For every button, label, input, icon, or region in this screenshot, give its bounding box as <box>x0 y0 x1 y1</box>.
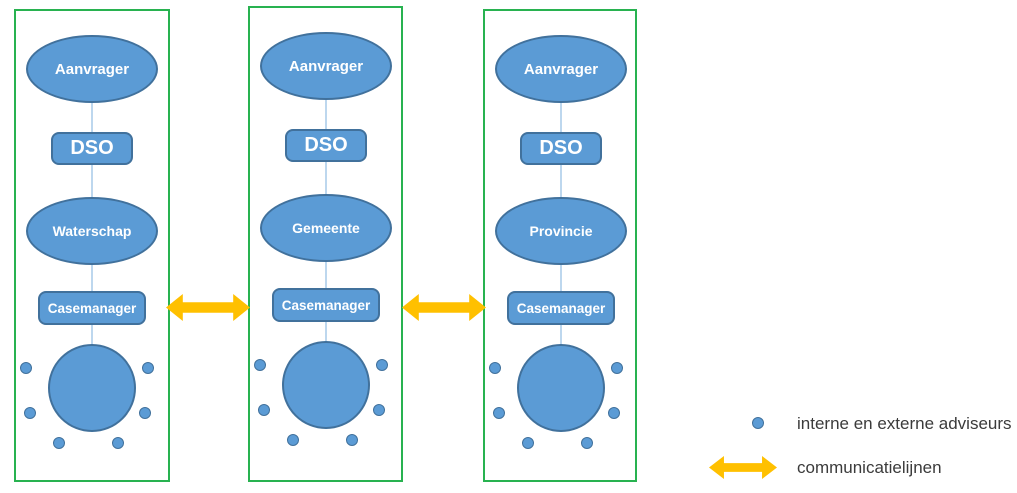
advisor-dot-icon <box>608 407 620 419</box>
connector-line <box>91 103 93 132</box>
advisors-circle <box>282 341 370 429</box>
casemanager-label: Casemanager <box>516 300 606 316</box>
advisor-dot-icon <box>20 362 32 374</box>
advisor-dot-icon <box>373 404 385 416</box>
casemanager-box: Casemanager <box>272 288 380 322</box>
advisor-dot-icon <box>376 359 388 371</box>
connector-line <box>91 325 93 344</box>
applicant-ellipse: Aanvrager <box>26 35 158 103</box>
advisors-circle <box>517 344 605 432</box>
applicant-label: Aanvrager <box>288 57 364 75</box>
legend-advisors-label: interne en externe adviseurs <box>797 414 1012 433</box>
authority-label: Provincie <box>529 223 593 239</box>
legend-communication-label: communicatielijnen <box>797 458 942 477</box>
advisor-dot-icon <box>254 359 266 371</box>
advisor-dot-icon <box>346 434 358 446</box>
advisor-dot-icon <box>142 362 154 374</box>
connector-line <box>560 165 562 197</box>
advisor-dot-icon <box>53 437 65 449</box>
applicant-ellipse: Aanvrager <box>260 32 392 100</box>
advisor-dot-icon <box>489 362 501 374</box>
connector-line <box>560 265 562 291</box>
casemanager-label: Casemanager <box>47 300 137 316</box>
advisor-dot-icon <box>581 437 593 449</box>
dso-box: DSO <box>285 129 367 162</box>
authority-label: Waterschap <box>52 223 132 239</box>
casemanager-label: Casemanager <box>281 297 371 313</box>
advisor-dot-icon <box>752 417 764 429</box>
connector-line <box>325 322 327 341</box>
advisor-dot-icon <box>522 437 534 449</box>
dso-label: DSO <box>304 134 348 156</box>
authority-column-provincie: Aanvrager DSO Provincie Casemanager <box>483 9 637 482</box>
advisor-dot-icon <box>287 434 299 446</box>
connector-line <box>325 162 327 194</box>
double-arrow-icon <box>709 456 777 479</box>
double-arrow-icon <box>402 294 486 321</box>
advisor-dot-icon <box>493 407 505 419</box>
advisors-circle <box>48 344 136 432</box>
advisor-dot-icon <box>611 362 623 374</box>
dso-box: DSO <box>520 132 602 165</box>
applicant-label: Aanvrager <box>523 60 599 78</box>
advisor-dot-icon <box>258 404 270 416</box>
connector-line <box>91 165 93 197</box>
authority-ellipse: Gemeente <box>260 194 392 262</box>
authority-ellipse: Provincie <box>495 197 627 265</box>
dso-label: DSO <box>70 137 114 159</box>
applicant-label: Aanvrager <box>54 60 130 78</box>
connector-line <box>91 265 93 291</box>
casemanager-box: Casemanager <box>38 291 146 325</box>
connector-line <box>560 325 562 344</box>
dso-box: DSO <box>51 132 133 165</box>
double-arrow-icon <box>166 294 250 321</box>
casemanager-box: Casemanager <box>507 291 615 325</box>
advisor-dot-icon <box>112 437 124 449</box>
advisor-dot-icon <box>24 407 36 419</box>
connector-line <box>325 100 327 129</box>
authority-ellipse: Waterschap <box>26 197 158 265</box>
connector-line <box>325 262 327 288</box>
applicant-ellipse: Aanvrager <box>495 35 627 103</box>
advisor-dot-icon <box>139 407 151 419</box>
authority-column-gemeente: Aanvrager DSO Gemeente Casemanager <box>248 6 403 482</box>
connector-line <box>560 103 562 132</box>
dso-label: DSO <box>539 137 583 159</box>
authority-column-waterschap: Aanvrager DSO Waterschap Casemanager <box>14 9 170 482</box>
authority-label: Gemeente <box>292 220 360 236</box>
